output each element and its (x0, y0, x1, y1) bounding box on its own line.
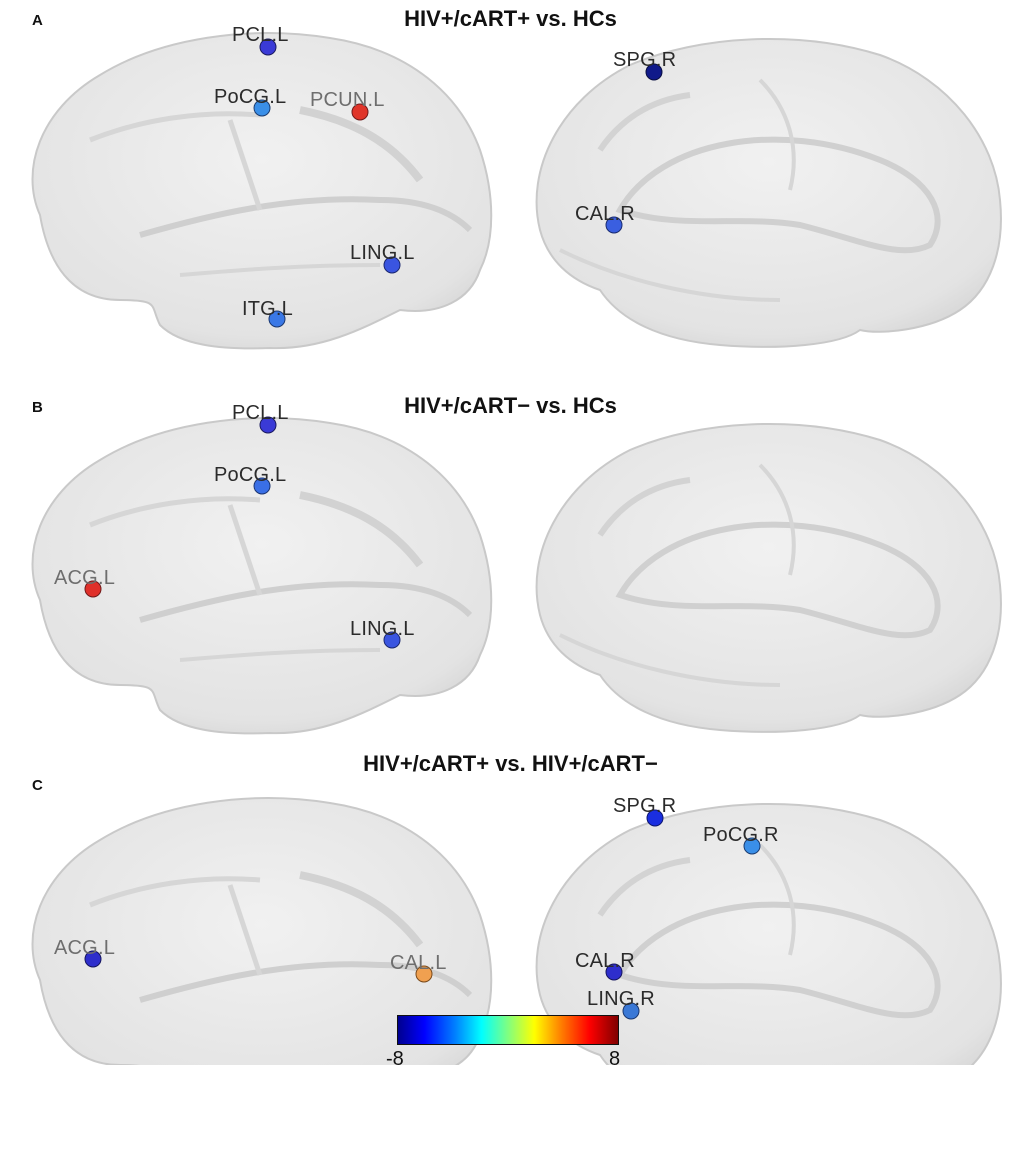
panel-c: C HIV+/cART+ vs. HIV+/cART− ACG.L CAL.L … (0, 751, 1021, 1065)
panel-b: B HIV+/cART− vs. HCs PCL.L PoCG.L ACG.L … (0, 385, 1021, 765)
node-cal-l (415, 965, 433, 983)
left-sylvian-fissure (139, 196, 473, 238)
node-label: ITG.L (242, 298, 294, 320)
panel-letter: B (32, 399, 43, 416)
node-label: CAL.L (390, 952, 447, 974)
node-ling-r (622, 1002, 640, 1020)
right-callosal-region (615, 136, 941, 254)
node-label: SPG.R (613, 49, 677, 71)
node-label: SPG.R (613, 795, 677, 817)
colorbar (397, 1015, 619, 1045)
panel-letter: C (32, 777, 43, 794)
right-hemisphere-outline (535, 423, 1002, 733)
panel-title: HIV+/cART+ vs. HIV+/cART− (363, 751, 658, 776)
node-label: PCL.L (232, 24, 289, 46)
node-label: LING.L (350, 618, 415, 640)
panel-letter: A (32, 12, 43, 29)
panel-a: A HIV+/cART+ vs. HCs PCL.L PoCG.L PCUN.L… (0, 0, 1021, 380)
left-hemisphere-outline (31, 32, 493, 350)
node-label: CAL.R (575, 950, 635, 972)
node-cal-r (605, 963, 623, 981)
node-spg-r (646, 809, 664, 827)
panel-b-brains (31, 416, 1002, 735)
panel-a-brains (31, 32, 1002, 350)
colorbar-min-label: -8 (386, 1048, 404, 1070)
node-label: LING.L (350, 242, 415, 264)
node-label: PoCG.L (214, 86, 287, 108)
node-label: ACG.L (54, 937, 116, 959)
panel-c-brains (31, 797, 1002, 1065)
node-spg-r (645, 63, 663, 81)
node-ling-l (383, 256, 401, 274)
node-ling-l (383, 631, 401, 649)
node-pocg-l (253, 99, 271, 117)
node-label: PCL.L (232, 402, 289, 424)
node-label: LING.R (587, 988, 655, 1010)
panel-title: HIV+/cART+ vs. HCs (404, 6, 617, 31)
node-pocg-l (253, 477, 271, 495)
node-pcl-l (259, 38, 277, 56)
panel-title: HIV+/cART− vs. HCs (404, 393, 617, 418)
node-pocg-r (743, 837, 761, 855)
left-central-sulcus (227, 119, 263, 211)
node-label: PCUN.L (310, 89, 385, 111)
right-hemisphere-outline (535, 38, 1002, 348)
node-label: CAL.R (575, 203, 635, 225)
node-cal-r (605, 216, 623, 234)
node-pcun-l (351, 103, 369, 121)
node-acg-l (84, 950, 102, 968)
node-label: PoCG.R (703, 824, 779, 846)
node-pcl-l (259, 416, 277, 434)
node-acg-l (84, 580, 102, 598)
colorbar-max-label: 8 (609, 1048, 621, 1070)
left-hemisphere-outline (31, 417, 493, 735)
node-itg-l (268, 310, 286, 328)
node-label: ACG.L (54, 567, 116, 589)
node-label: PoCG.L (214, 464, 287, 486)
